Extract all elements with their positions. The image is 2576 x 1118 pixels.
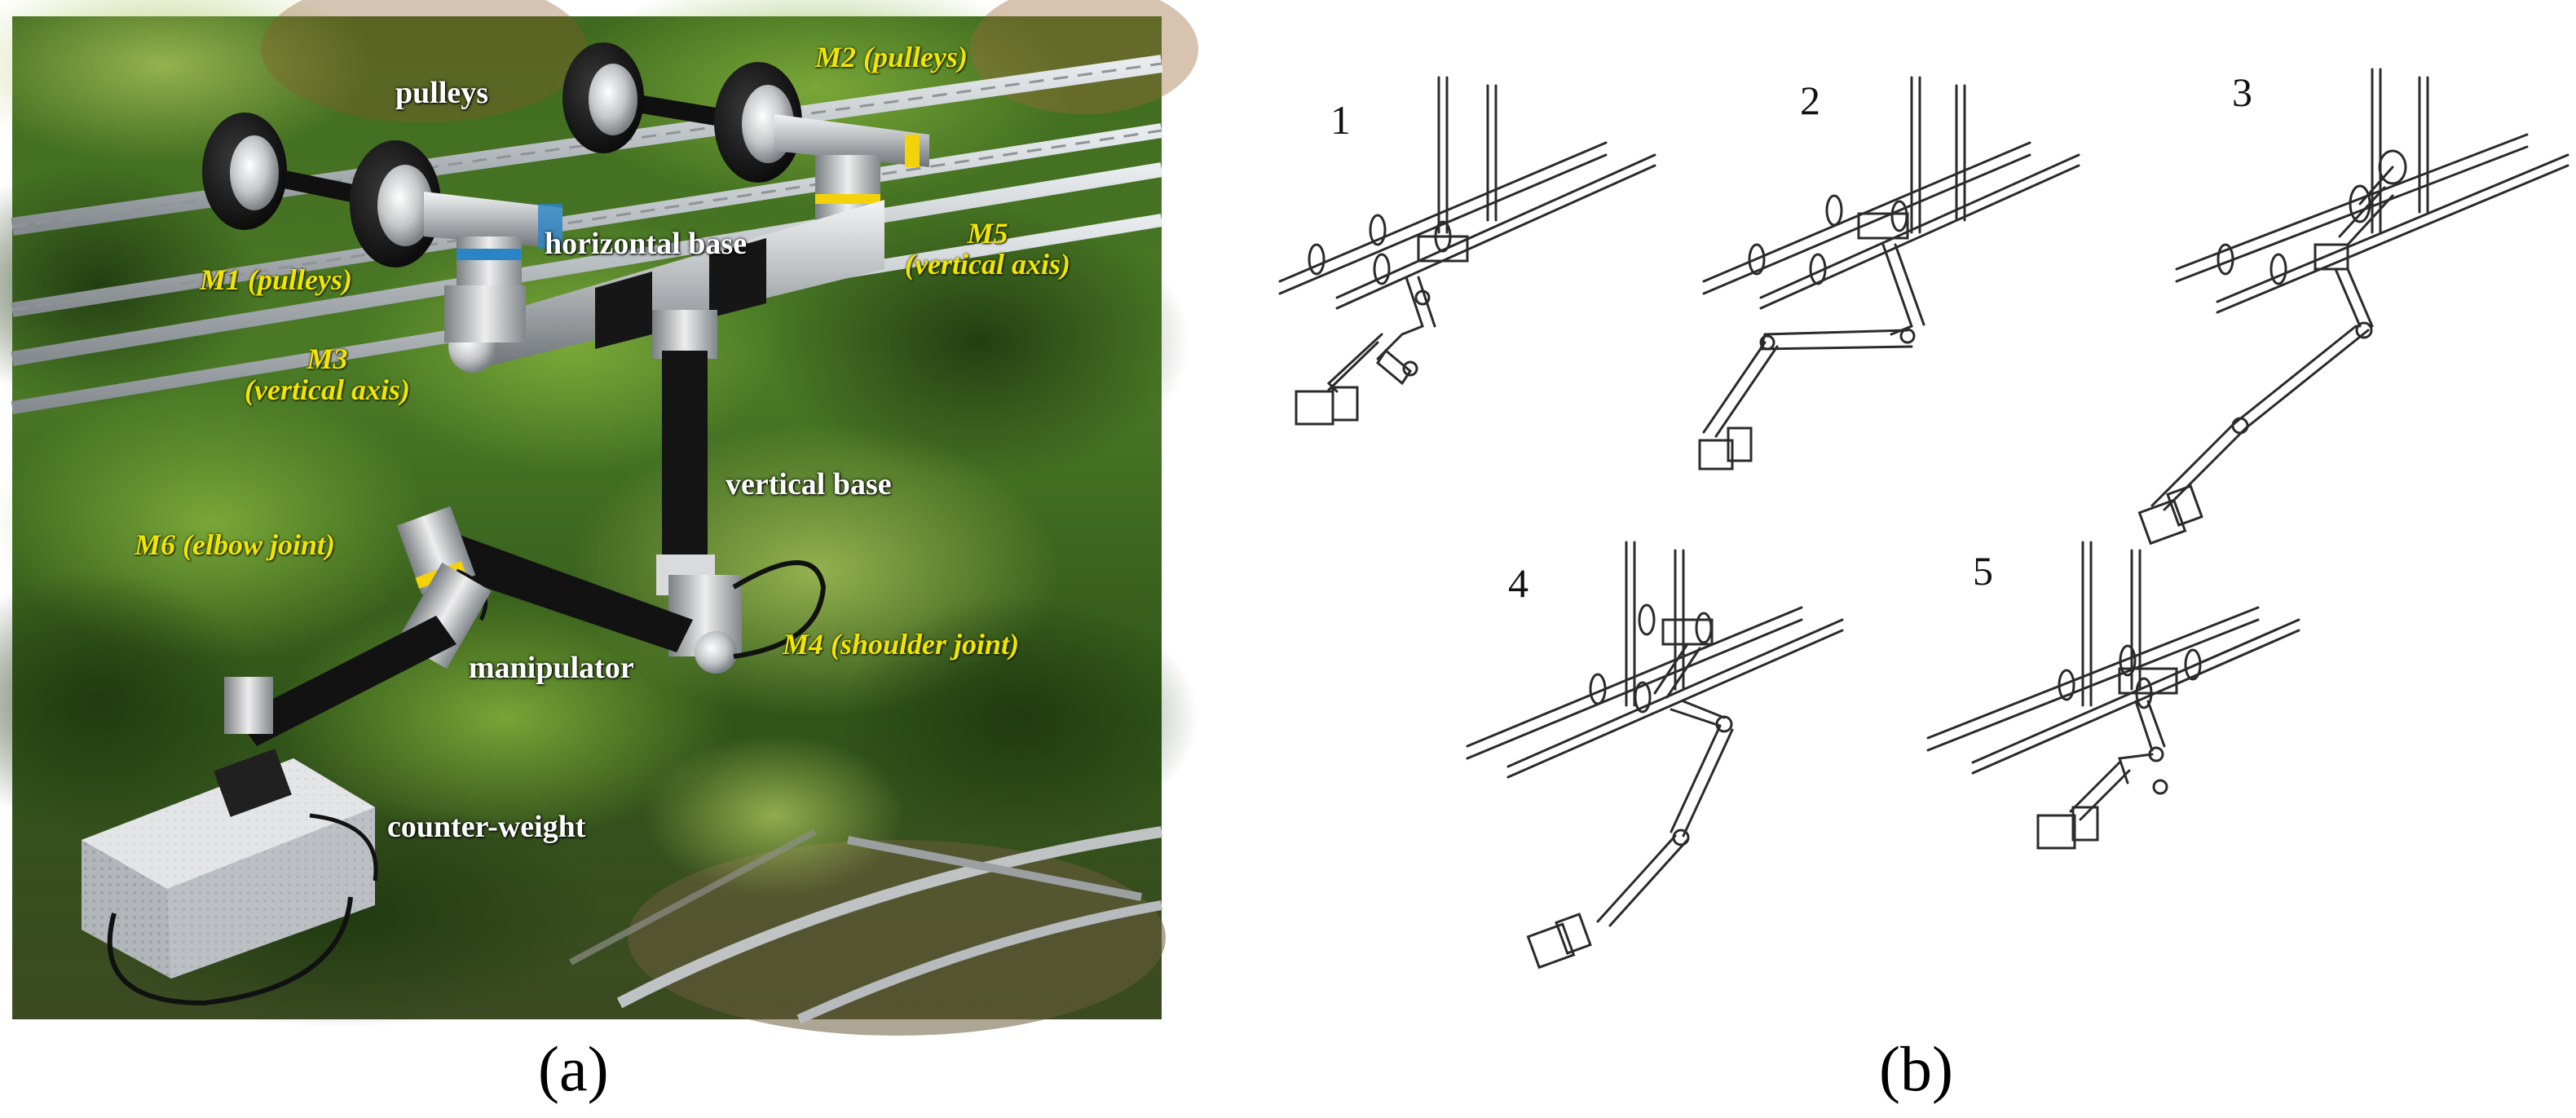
label-m1-pulleys: M1 (pulleys)	[200, 263, 352, 296]
label-horizontal-base: horizontal base	[545, 227, 748, 261]
label-m3-vertical-axis: M3 (vertical axis)	[245, 342, 410, 406]
label-m4-shoulder-joint: M4 (shoulder joint)	[783, 628, 1020, 661]
robot-config-1	[1278, 76, 1656, 426]
label-m6-elbow-joint: M6 (elbow joint)	[135, 528, 336, 561]
step-number-3: 3	[2232, 69, 2252, 115]
robot-config-3	[2137, 68, 2569, 546]
step-number-5: 5	[1973, 548, 1993, 594]
step-number-2: 2	[1800, 77, 1820, 123]
panel-b-drawings	[1278, 68, 2569, 970]
label-m2-pulleys: M2 (pulleys)	[815, 41, 968, 73]
label-counter-weight: counter-weight	[387, 810, 586, 844]
label-pulleys: pulleys	[395, 76, 489, 110]
step-number-1: 1	[1330, 97, 1351, 143]
caption-panel-b: (b)	[1879, 1033, 1953, 1104]
label-manipulator: manipulator	[469, 651, 634, 685]
robot-config-4	[1466, 541, 1844, 970]
robot-config-5	[1926, 541, 2300, 850]
robot-config-2	[1698, 76, 2080, 471]
label-vertical-base: vertical base	[726, 467, 892, 502]
caption-panel-a: (a)	[538, 1033, 609, 1104]
panel-a-photo	[0, 0, 1198, 1036]
label-m5-vertical-axis: M5 (vertical axis)	[905, 217, 1070, 281]
step-number-4: 4	[1508, 560, 1528, 606]
